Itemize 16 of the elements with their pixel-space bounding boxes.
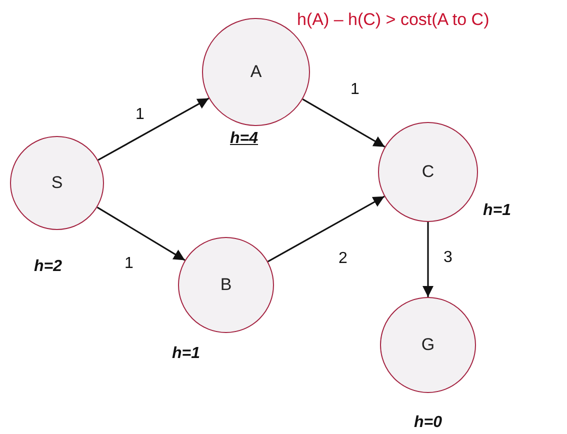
- heuristic-label: h=2: [34, 258, 62, 276]
- arrow: [96, 206, 186, 261]
- node-label: G: [421, 335, 435, 355]
- arrow: [268, 196, 385, 262]
- condition-note: h(A) – h(C) > cost(A to C): [297, 10, 490, 30]
- heuristic-label: h=1: [172, 345, 200, 363]
- arrow: [422, 222, 434, 297]
- node-label: A: [250, 62, 262, 82]
- heuristic-label: h=4: [230, 130, 258, 148]
- node-label: B: [220, 275, 232, 295]
- arrow: [302, 98, 386, 148]
- heuristic-label: h=0: [414, 414, 442, 432]
- node-label: S: [51, 173, 63, 193]
- heuristic-label: h=1: [483, 202, 511, 220]
- arrow: [98, 98, 210, 161]
- node-label: C: [422, 162, 434, 182]
